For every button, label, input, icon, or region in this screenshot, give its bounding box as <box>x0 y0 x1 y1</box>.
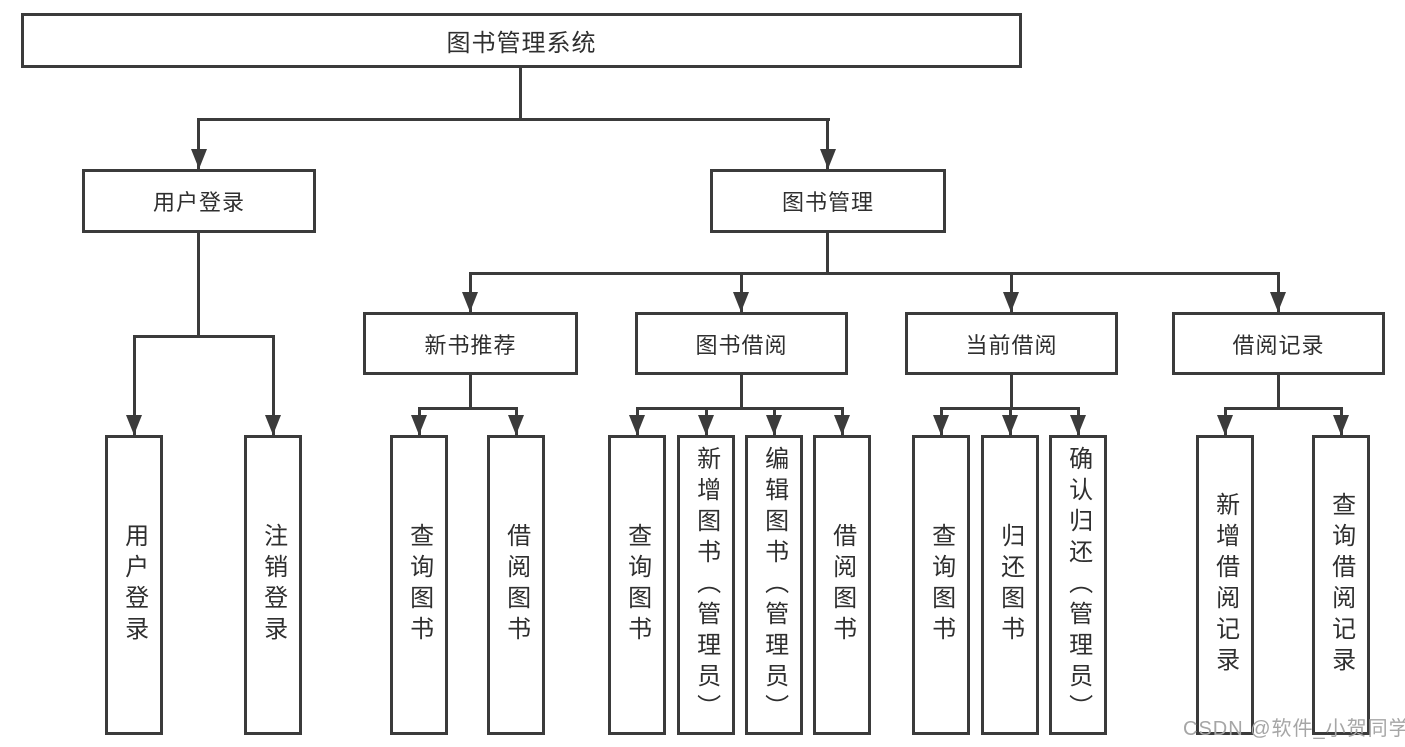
connector-stem <box>197 233 200 335</box>
arrow-down-icon <box>834 415 850 435</box>
node-book-management-label: 图书管理 <box>781 190 874 215</box>
connector-bar <box>636 407 844 410</box>
leaf-user-login-label: 用户登录 <box>120 523 148 647</box>
connector-stem <box>133 335 136 435</box>
connector-stem <box>826 233 829 272</box>
leaf-query-books-recommend: 查询图书 <box>390 435 448 735</box>
connector-bar <box>469 272 1280 275</box>
node-new-book-recommend-label: 新书推荐 <box>424 332 517 358</box>
leaf-query-books-borrow: 查询图书 <box>608 435 666 735</box>
arrow-down-icon <box>733 292 749 312</box>
arrow-down-icon <box>126 415 142 435</box>
node-book-borrow-label: 图书借阅 <box>695 332 788 358</box>
connector-stem <box>1277 375 1280 407</box>
arrow-down-icon <box>411 415 427 435</box>
watermark-text: CSDN @软件_小贺同学 <box>1183 718 1405 740</box>
leaf-logout-label: 注销登录 <box>259 523 287 647</box>
leaf-confirm-return-admin: 确认归还（管理员） <box>1049 435 1107 735</box>
arrow-down-icon <box>462 292 478 312</box>
node-root: 图书管理系统 <box>21 13 1022 68</box>
connector-stem <box>519 68 522 118</box>
leaf-logout: 注销登录 <box>244 435 302 735</box>
leaf-return-books: 归还图书 <box>981 435 1039 735</box>
connector-bar <box>133 335 275 338</box>
leaf-query-borrow-record-label: 查询借阅记录 <box>1327 492 1355 678</box>
leaf-edit-books-admin-label: 编辑图书（管理员） <box>760 445 788 725</box>
arrow-down-icon <box>820 149 836 169</box>
arrow-down-icon <box>1003 292 1019 312</box>
leaf-return-books-label: 归还图书 <box>996 523 1024 647</box>
node-user-login: 用户登录 <box>82 169 316 233</box>
leaf-query-books-recommend-label: 查询图书 <box>405 523 433 647</box>
connector-stem <box>1010 375 1013 407</box>
leaf-add-borrow-record: 新增借阅记录 <box>1196 435 1254 735</box>
leaf-add-books-admin: 新增图书（管理员） <box>677 435 735 735</box>
connector-bar <box>418 407 518 410</box>
leaf-confirm-return-admin-label: 确认归还（管理员） <box>1064 445 1092 725</box>
leaf-add-borrow-record-label: 新增借阅记录 <box>1211 492 1239 678</box>
node-current-borrow-label: 当前借阅 <box>965 332 1058 358</box>
node-borrow-records-label: 借阅记录 <box>1232 332 1325 358</box>
leaf-query-books-current: 查询图书 <box>912 435 970 735</box>
connector-stem <box>826 118 829 169</box>
node-root-label: 图书管理系统 <box>446 30 597 57</box>
node-book-borrow: 图书借阅 <box>635 312 848 375</box>
arrow-down-icon <box>933 415 949 435</box>
leaf-edit-books-admin: 编辑图书（管理员） <box>745 435 803 735</box>
arrow-down-icon <box>1333 415 1349 435</box>
arrow-down-icon <box>629 415 645 435</box>
connector-stem <box>272 335 275 435</box>
arrow-down-icon <box>1270 292 1286 312</box>
leaf-borrow-books-recommend-label: 借阅图书 <box>502 523 530 647</box>
connector-bar <box>1224 407 1343 410</box>
arrow-down-icon <box>1217 415 1233 435</box>
leaf-add-books-admin-label: 新增图书（管理员） <box>692 445 720 725</box>
arrow-down-icon <box>508 415 524 435</box>
arrow-down-icon <box>265 415 281 435</box>
node-borrow-records: 借阅记录 <box>1172 312 1385 375</box>
node-user-login-label: 用户登录 <box>152 190 245 215</box>
arrow-down-icon <box>191 149 207 169</box>
leaf-borrow-books-recommend: 借阅图书 <box>487 435 545 735</box>
leaf-user-login: 用户登录 <box>105 435 163 735</box>
leaf-borrow-books-borrow-label: 借阅图书 <box>828 523 856 647</box>
leaf-query-borrow-record: 查询借阅记录 <box>1312 435 1370 735</box>
connector-stem <box>740 375 743 407</box>
arrow-down-icon <box>698 415 714 435</box>
leaf-query-books-borrow-label: 查询图书 <box>623 523 651 647</box>
leaf-borrow-books-borrow: 借阅图书 <box>813 435 871 735</box>
arrow-down-icon <box>1002 415 1018 435</box>
arrow-down-icon <box>766 415 782 435</box>
node-current-borrow: 当前借阅 <box>905 312 1118 375</box>
connector-stem <box>469 375 472 407</box>
arrow-down-icon <box>1070 415 1086 435</box>
connector-stem <box>197 118 200 169</box>
node-book-management: 图书管理 <box>710 169 946 233</box>
connector-bar <box>198 118 830 121</box>
node-new-book-recommend: 新书推荐 <box>363 312 578 375</box>
leaf-query-books-current-label: 查询图书 <box>927 523 955 647</box>
